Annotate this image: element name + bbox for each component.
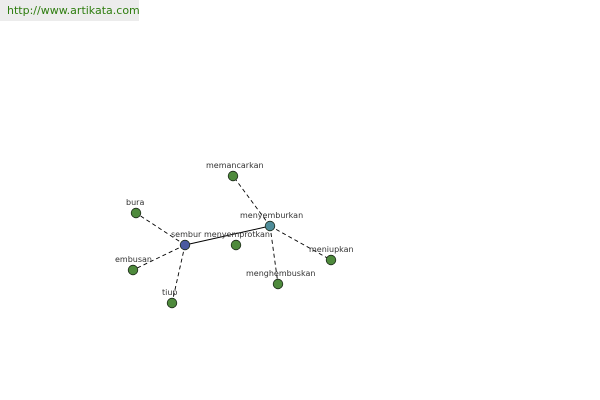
node-marker-memancarkan[interactable] bbox=[227, 170, 239, 182]
node-label-sembur: sembur bbox=[171, 230, 202, 239]
node-marker-menyemburkan[interactable] bbox=[264, 220, 276, 232]
node-label-menyemburkan: menyemburkan bbox=[240, 211, 303, 220]
node-sembur[interactable]: sembur bbox=[171, 230, 202, 251]
graph-nodes: sembur menyemburkan memancarkan bura menyemp… bbox=[115, 161, 354, 309]
graph-edges bbox=[132, 175, 332, 304]
node-meniupkan[interactable]: meniupkan bbox=[309, 245, 354, 266]
node-label-meniupkan: meniupkan bbox=[309, 245, 354, 254]
edge-sembur-bura bbox=[135, 212, 186, 246]
node-label-tiup: tiup bbox=[162, 288, 178, 297]
node-marker-menyemprotkan[interactable] bbox=[230, 239, 242, 251]
node-label-memancarkan: memancarkan bbox=[206, 161, 264, 170]
node-label-menyemprotkan: menyemprotkan bbox=[204, 230, 270, 239]
node-marker-embusan[interactable] bbox=[127, 264, 139, 276]
node-label-embusan: embusan bbox=[115, 255, 152, 264]
node-menyemprotkan[interactable]: menyemprotkan bbox=[204, 230, 270, 251]
source-url-link[interactable]: http://www.artikata.com bbox=[7, 4, 140, 17]
edge-menyemburkan-menghembuskan bbox=[269, 225, 279, 285]
node-bura[interactable]: bura bbox=[126, 198, 144, 219]
edge-sembur-embusan bbox=[132, 244, 186, 271]
node-label-menghembuskan: menghembuskan bbox=[246, 269, 315, 278]
node-marker-sembur[interactable] bbox=[179, 239, 191, 251]
edge-menyemburkan-memancarkan bbox=[232, 175, 271, 227]
edge-sembur-menyemburkan bbox=[184, 225, 271, 246]
node-memancarkan[interactable]: memancarkan bbox=[206, 161, 264, 182]
node-embusan[interactable]: embusan bbox=[115, 255, 152, 276]
node-menyemburkan[interactable]: menyemburkan bbox=[240, 211, 303, 232]
node-menghembuskan[interactable]: menghembuskan bbox=[246, 269, 315, 290]
node-label-bura: bura bbox=[126, 198, 144, 207]
node-tiup[interactable]: tiup bbox=[162, 288, 178, 309]
edge-menyemburkan-meniupkan bbox=[269, 225, 332, 261]
node-marker-bura[interactable] bbox=[130, 207, 142, 219]
edge-sembur-tiup bbox=[171, 244, 186, 304]
node-marker-tiup[interactable] bbox=[166, 297, 178, 309]
node-marker-menghembuskan[interactable] bbox=[272, 278, 284, 290]
source-bar: http://www.artikata.com bbox=[0, 0, 140, 21]
node-marker-meniupkan[interactable] bbox=[325, 254, 337, 266]
